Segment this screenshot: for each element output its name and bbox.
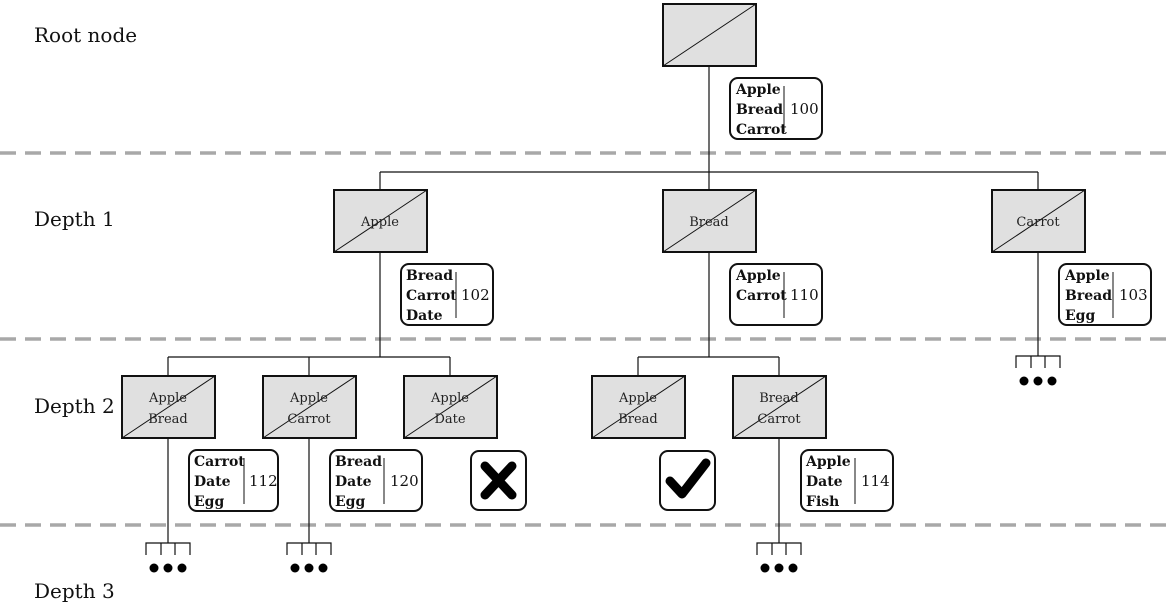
info-apple-bread-count: 112 bbox=[249, 472, 278, 490]
info-apple-item-2: Carrot bbox=[406, 288, 457, 304]
info-bread-item-1: Apple bbox=[735, 268, 781, 284]
info-bread-item-2: Carrot bbox=[736, 288, 787, 304]
node-apple-date: Apple Date bbox=[403, 375, 498, 439]
node-apple-bread: Apple Bread bbox=[121, 375, 216, 439]
node-apple-carrot-line-1: Apple bbox=[289, 391, 328, 406]
info-bread-carrot-item-2: Date bbox=[806, 474, 843, 490]
node-carrot: Carrot bbox=[991, 189, 1086, 253]
info-apple-carrot-item-2: Date bbox=[335, 474, 372, 490]
info-apple-bread-item-1: Carrot bbox=[194, 454, 245, 470]
info-carrot-count: 103 bbox=[1119, 286, 1148, 304]
node-bread-apple-bread-line-2: Bread bbox=[618, 412, 658, 427]
node-apple-bread-line-1: Apple bbox=[148, 391, 187, 406]
info-root-item-2: Bread bbox=[736, 102, 783, 118]
info-box-root: Apple Bread Carrot 100 bbox=[729, 77, 823, 140]
cross-icon bbox=[470, 450, 527, 511]
node-root bbox=[662, 3, 757, 67]
info-carrot-item-3: Egg bbox=[1065, 308, 1095, 324]
node-bread-carrot-line-2: Carrot bbox=[757, 412, 801, 427]
info-box-apple-bread: Carrot Date Egg 112 bbox=[188, 449, 279, 512]
level-label-depth-3: Depth 3 bbox=[34, 579, 115, 603]
check-icon bbox=[659, 450, 716, 511]
node-bread-apple-bread-line-1: Apple bbox=[618, 391, 657, 406]
info-root-item-3: Carrot bbox=[736, 122, 787, 138]
continuation-bread-carrot bbox=[756, 542, 802, 573]
node-bread-carrot-line-1: Bread bbox=[759, 391, 799, 406]
node-apple-carrot: Apple Carrot bbox=[262, 375, 357, 439]
node-apple-line-1: Apple bbox=[360, 215, 399, 230]
info-apple-bread-item-2: Date bbox=[194, 474, 231, 490]
level-separators bbox=[0, 151, 1170, 527]
node-apple-bread-line-2: Bread bbox=[148, 412, 188, 427]
continuation-carrot bbox=[1015, 355, 1061, 386]
info-bread-carrot-item-3: Fish bbox=[806, 494, 839, 510]
info-bread-carrot-item-1: Apple bbox=[805, 454, 851, 470]
info-box-bread: Apple Carrot 110 bbox=[729, 263, 823, 326]
info-root-count: 100 bbox=[790, 100, 819, 118]
level-label-depth-2: Depth 2 bbox=[34, 394, 115, 418]
node-bread: Bread bbox=[662, 189, 757, 253]
info-carrot-item-1: Apple bbox=[1064, 268, 1110, 284]
info-carrot-item-2: Bread bbox=[1065, 288, 1112, 304]
info-bread-count: 110 bbox=[790, 286, 819, 304]
continuation-apple-bread bbox=[145, 542, 191, 573]
info-box-apple: Bread Carrot Date 102 bbox=[400, 263, 494, 326]
node-apple-date-line-2: Date bbox=[434, 412, 465, 427]
continuation-apple-carrot bbox=[286, 542, 332, 573]
node-carrot-line-1: Carrot bbox=[1016, 215, 1060, 230]
level-label-depth-1: Depth 1 bbox=[34, 207, 115, 231]
info-apple-item-1: Bread bbox=[406, 268, 453, 284]
node-apple: Apple bbox=[333, 189, 428, 253]
info-box-bread-carrot: Apple Date Fish 114 bbox=[800, 449, 894, 512]
info-apple-carrot-item-3: Egg bbox=[335, 494, 365, 510]
level-label-root: Root node bbox=[34, 23, 137, 47]
tree-connectors bbox=[167, 66, 1039, 543]
node-bread-carrot: Bread Carrot bbox=[732, 375, 827, 439]
info-apple-carrot-item-1: Bread bbox=[335, 454, 382, 470]
info-bread-carrot-count: 114 bbox=[861, 472, 890, 490]
node-bread-line-1: Bread bbox=[689, 215, 729, 230]
info-box-carrot: Apple Bread Egg 103 bbox=[1058, 263, 1152, 326]
info-root-item-1: Apple bbox=[735, 82, 781, 98]
info-apple-carrot-count: 120 bbox=[390, 472, 419, 490]
node-apple-date-line-1: Apple bbox=[430, 391, 469, 406]
info-apple-item-3: Date bbox=[406, 308, 443, 324]
info-apple-bread-item-3: Egg bbox=[194, 494, 224, 510]
info-box-apple-carrot: Bread Date Egg 120 bbox=[329, 449, 423, 512]
info-apple-count: 102 bbox=[461, 286, 490, 304]
node-bread-apple-bread: Apple Bread bbox=[591, 375, 686, 439]
node-apple-carrot-line-2: Carrot bbox=[287, 412, 331, 427]
